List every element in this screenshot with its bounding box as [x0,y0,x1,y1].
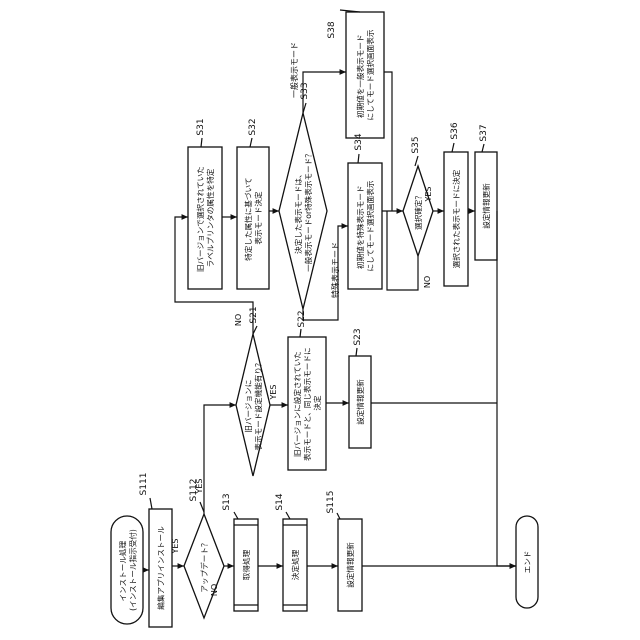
step-id-s33: S33 [300,82,310,99]
s23-label: 設定情報更新 [355,379,365,425]
s38-box [346,12,384,138]
step-id-s14: S14 [275,493,285,510]
s21-yes-label: YES [195,478,204,494]
s112-label: アップデート？ [199,539,209,592]
s33-general-label: 一般表示モード [289,42,299,98]
s115-label: 設定情報更新 [345,542,355,588]
step-id-s115: S115 [326,491,336,514]
s36-label: 選択された表示モードに決定 [451,169,461,268]
s31-box [188,147,222,289]
step-id-s32: S32 [248,118,258,135]
s33-decision [279,113,327,309]
s35-yes-label: YES [424,186,433,202]
end-label: エンド [523,551,532,574]
step-id-s23: S23 [353,328,363,345]
step-id-s36: S36 [450,122,460,139]
s37-label: 設定情報更新 [481,183,491,229]
s35-no-label: NO [423,276,432,288]
step-id-s38: S38 [327,21,337,38]
s13-label: 取得処理 [241,549,251,580]
s34-box [348,163,382,289]
s33-special-label: 特殊表示モード [330,242,340,298]
s21-decision [236,334,270,476]
step-id-s13: S13 [222,493,232,510]
step-id-s35: S35 [411,136,421,153]
step-id-s22: S22 [297,310,307,327]
s111-label: 編集アプリインストール [156,526,166,610]
step-id-s31: S31 [196,118,206,135]
s112-yes-label: YES [171,538,180,554]
s14-label: 決定処理 [290,549,300,580]
s35-label: 選択確定？ [413,192,423,230]
s21-yes-label-2: YES [269,384,278,400]
step-id-s21: S21 [249,306,259,323]
step-id-s37: S37 [479,124,489,141]
s112-no-label: NO [210,584,219,596]
step-id-s34: S34 [354,133,364,150]
s21-no-label: NO [234,314,243,326]
step-id-s111: S111 [139,473,149,496]
s32-box [237,147,269,289]
